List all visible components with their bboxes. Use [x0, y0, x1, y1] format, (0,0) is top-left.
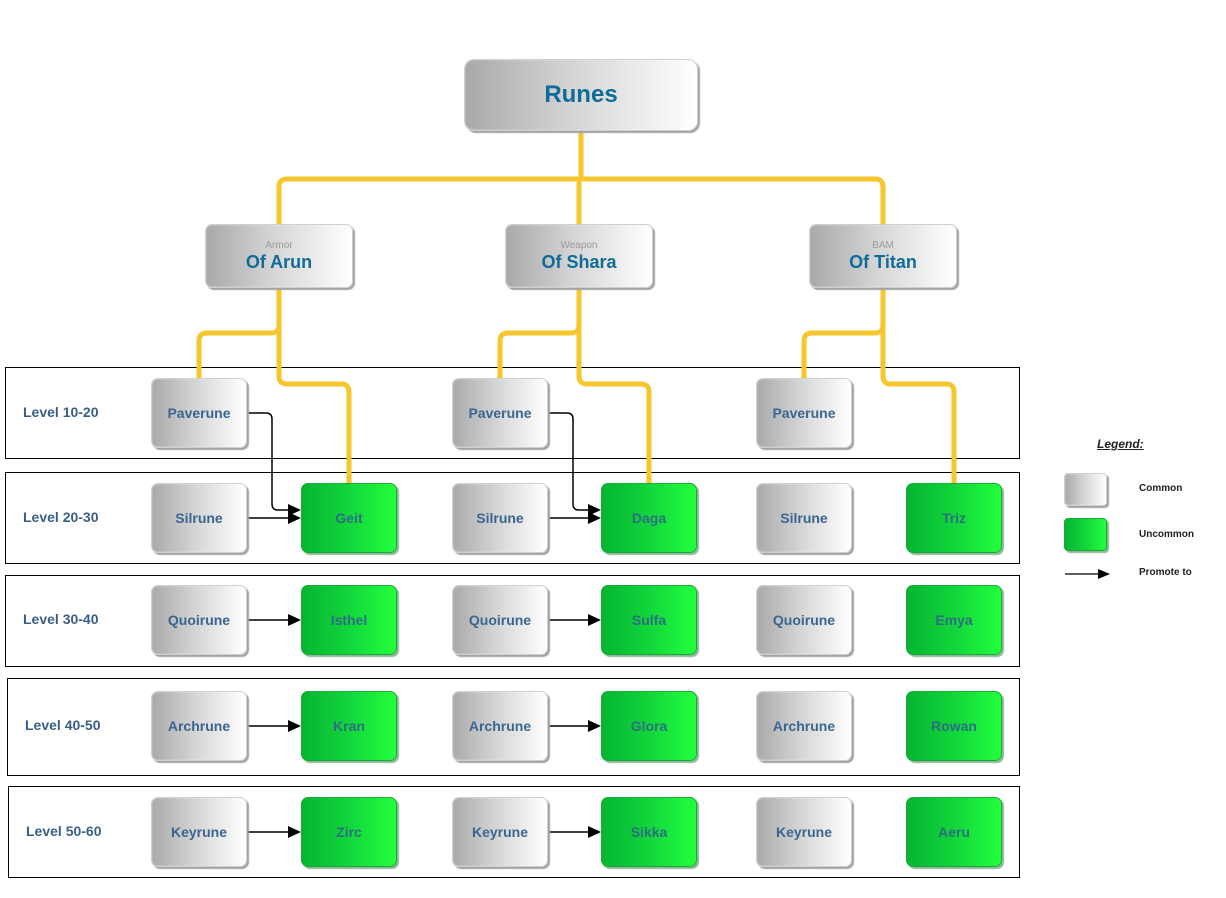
common-rune-node: Silrune [756, 483, 852, 553]
legend-uncommon-swatch [1064, 518, 1107, 551]
uncommon-rune-node: Aeru [906, 797, 1002, 867]
legend-uncommon-label: Uncommon [1139, 529, 1194, 540]
level-label: Level 20-30 [23, 509, 99, 525]
common-rune-node: Quoirune [151, 585, 247, 655]
level-label: Level 10-20 [23, 404, 99, 420]
common-rune-node: Archrune [151, 691, 247, 761]
common-rune-node: Keyrune [756, 797, 852, 867]
promote-arrow [247, 412, 289, 511]
arrow-head-icon [588, 720, 601, 732]
uncommon-rune-node: Glora [601, 691, 697, 761]
legend-promote-label: Promote to [1139, 567, 1192, 578]
branch-to-common-connector [196, 288, 282, 378]
branch-to-uncommon-connector [576, 288, 652, 483]
arrow-head-icon [288, 614, 301, 626]
branch-name: Of Titan [849, 251, 917, 272]
common-rune-node: Keyrune [452, 797, 548, 867]
root-node: Runes [464, 59, 698, 131]
common-rune-node: Paverune [452, 378, 548, 448]
branch-to-uncommon-connector [276, 288, 352, 483]
legend-common-swatch [1064, 473, 1107, 506]
legend-title: Legend: [1097, 437, 1144, 451]
uncommon-rune-node: Zirc [301, 797, 397, 867]
common-rune-node: Quoirune [452, 585, 548, 655]
common-rune-node: Archrune [756, 691, 852, 761]
uncommon-rune-node: Sulfa [601, 585, 697, 655]
common-rune-node: Paverune [756, 378, 852, 448]
common-rune-node: Silrune [452, 483, 548, 553]
uncommon-rune-node: Kran [301, 691, 397, 761]
level-label: Level 40-50 [25, 717, 101, 733]
uncommon-rune-node: Sikka [601, 797, 697, 867]
uncommon-rune-node: Geit [301, 483, 397, 553]
branch-to-common-connector [497, 288, 582, 378]
branch-name: Of Arun [245, 251, 313, 272]
arrow-head-icon [288, 512, 301, 524]
level-label: Level 30-40 [23, 611, 99, 627]
common-rune-node: Silrune [151, 483, 247, 553]
uncommon-rune-node: Rowan [906, 691, 1002, 761]
uncommon-rune-node: Triz [906, 483, 1002, 553]
arrow-head-icon [588, 512, 601, 524]
branch-to-common-connector [801, 288, 886, 378]
branch-name: Of Shara [541, 251, 617, 272]
arrow-head-icon [288, 826, 301, 838]
level-label: Level 50-60 [26, 823, 102, 839]
common-rune-node: Archrune [452, 691, 548, 761]
branch-category: BAM [872, 239, 894, 251]
arrow-head-icon [288, 504, 301, 516]
common-rune-node: Keyrune [151, 797, 247, 867]
uncommon-rune-node: Daga [601, 483, 697, 553]
arrow-head-icon [588, 614, 601, 626]
promote-arrow [548, 412, 589, 511]
common-rune-node: Quoirune [756, 585, 852, 655]
branch-to-uncommon-connector [880, 288, 957, 483]
uncommon-rune-node: Emya [906, 585, 1002, 655]
arrow-head-icon [588, 504, 601, 516]
branch-category: Weapon [560, 239, 598, 251]
common-rune-node: Paverune [151, 378, 247, 448]
legend-common-label: Common [1139, 483, 1183, 494]
arrow-head-icon [588, 826, 601, 838]
arrow-head-icon [288, 720, 301, 732]
uncommon-rune-node: Isthel [301, 585, 397, 655]
branch-category: Armor [265, 239, 293, 251]
legend-arrow-icon [1065, 569, 1110, 579]
